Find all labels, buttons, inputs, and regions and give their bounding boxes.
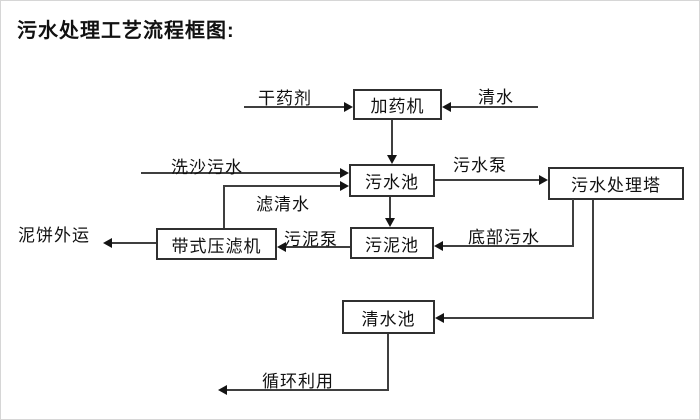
arrowhead-down-icon (387, 155, 397, 164)
edge-label-bottom-sewage: 底部污水 (468, 228, 540, 247)
arrowhead-left-icon (442, 102, 451, 112)
edge-filtered-water-vline (223, 186, 225, 228)
edge-label-sewage-pump: 污水泵 (453, 156, 507, 175)
edge-filtered-water-hline (223, 185, 342, 187)
edge-label-dry-chemical: 干药剂 (258, 89, 312, 108)
edge-label-sand-washing-sewage: 洗沙污水 (171, 158, 243, 177)
edge-sewage-pump-line (435, 179, 540, 181)
node-clean-water-pool: 清水池 (342, 300, 435, 334)
edge-dosing-to-sewage-line (391, 120, 393, 156)
node-belt-filter-press: 带式压滤机 (156, 228, 277, 260)
edge-bottom-sewage-vline (572, 199, 574, 247)
edge-label-clean-water: 清水 (478, 88, 514, 107)
edge-sand-washing-line (141, 172, 343, 174)
edge-recycling-vline (387, 334, 389, 390)
node-sewage-treatment-tower: 污水处理塔 (548, 167, 684, 200)
node-sludge-pool: 污泥池 (350, 227, 434, 259)
arrowhead-down-icon (385, 218, 395, 227)
edge-label-filtered-water: 滤清水 (256, 195, 310, 214)
edge-dry-chemical-line (244, 106, 347, 108)
arrowhead-left-icon (435, 313, 444, 323)
arrowhead-left-icon (434, 241, 443, 251)
edge-tower-to-clean-hline (443, 317, 594, 319)
edge-sewage-to-sludge-line (389, 197, 391, 219)
edge-tower-to-clean-vline (592, 200, 594, 319)
edge-recycling-hline (227, 389, 389, 391)
arrowhead-left-icon (103, 238, 112, 248)
edge-mud-cake-line (112, 242, 156, 244)
edge-sludge-pump-line (285, 246, 350, 248)
edge-label-recycling: 循环利用 (262, 372, 334, 391)
edge-label-mud-cake-outbound: 泥饼外运 (18, 226, 90, 245)
edge-clean-water-line (451, 106, 538, 108)
arrowhead-right-icon (340, 168, 349, 178)
node-sewage-pool: 污水池 (349, 164, 435, 197)
node-dosing-machine: 加药机 (353, 89, 442, 120)
edge-bottom-sewage-hline (442, 245, 574, 247)
arrowhead-left-icon (218, 385, 227, 395)
arrowhead-right-icon (539, 175, 548, 185)
arrowhead-left-icon (277, 242, 286, 252)
arrowhead-right-icon (344, 102, 353, 112)
edge-label-sludge-pump: 污泥泵 (284, 230, 338, 249)
diagram-title: 污水处理工艺流程框图: (17, 20, 235, 42)
arrowhead-right-icon (340, 181, 349, 191)
